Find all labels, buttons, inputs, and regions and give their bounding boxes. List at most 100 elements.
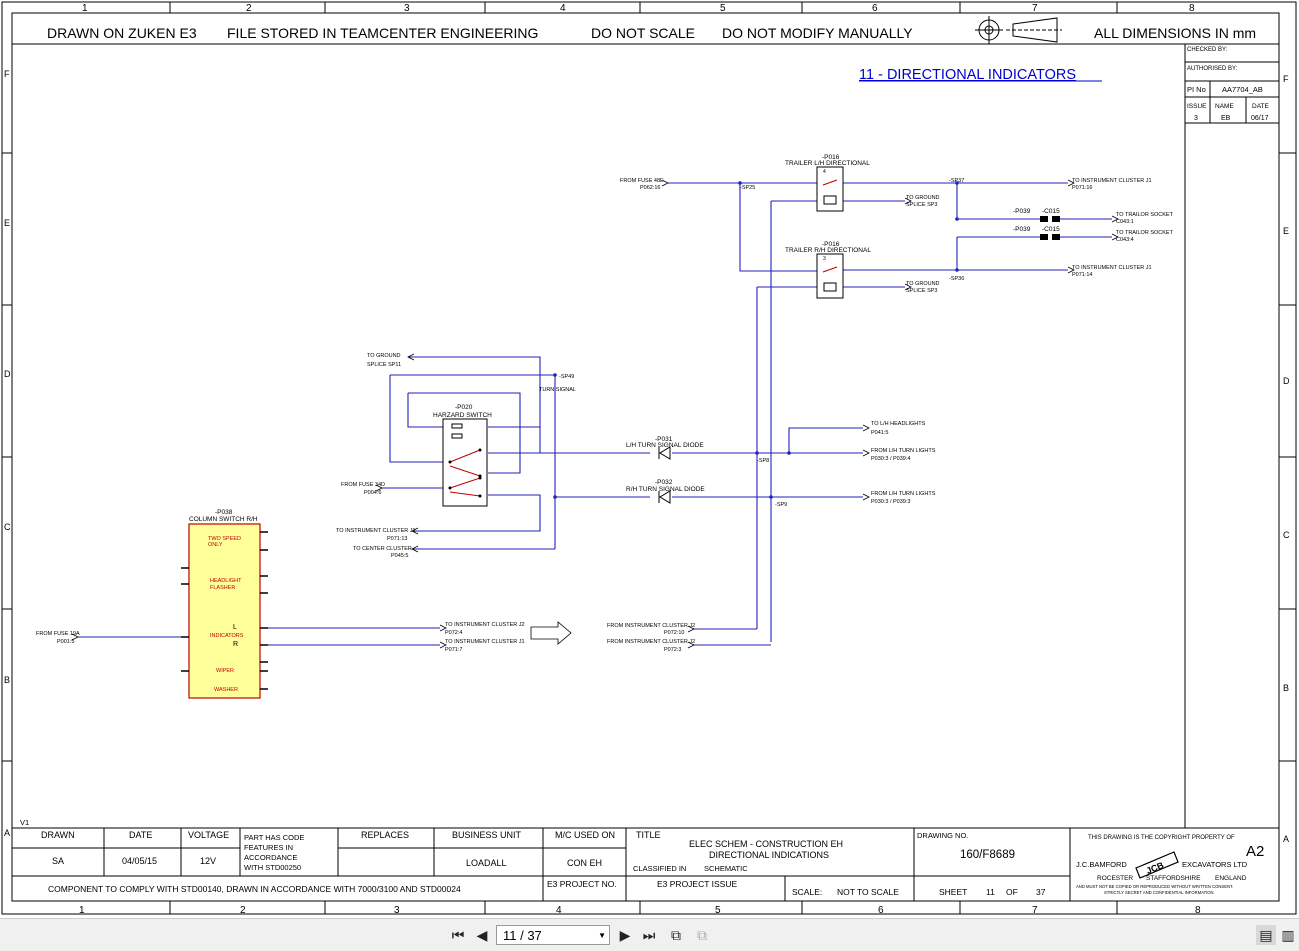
issue-label: ISSUE [1187, 103, 1207, 110]
p041-5: P041:5 [871, 430, 888, 436]
func-label: HEADLIGHT [210, 578, 242, 584]
from-fuse-19a: FROM FUSE 19A [36, 631, 80, 637]
continuous-view-button[interactable]: ▥ [1278, 925, 1298, 945]
tb-business-unit-label: BUSINESS UNIT [452, 830, 522, 840]
trailer-lh-directional: 4 [816, 166, 844, 212]
fit-page-icon: ⧉ [671, 926, 681, 943]
last-page-icon: ⏭ [642, 926, 656, 943]
col-label: 7 [1032, 905, 1038, 916]
p072-10: P072:10 [664, 630, 685, 636]
splice-sp37: -SP37 [949, 178, 964, 184]
p038-name: COLUMN SWITCH R/H [189, 516, 258, 523]
hazard-switch [442, 418, 488, 507]
col-label: 7 [1032, 3, 1038, 14]
tb-size: A2 [1246, 843, 1264, 860]
to-ic-j1: TO INSTRUMENT CLUSTER J1 [336, 528, 416, 534]
tb-part-code: PART HAS CODE [244, 833, 304, 842]
fit-width-button[interactable]: ⧉ [692, 925, 712, 945]
col-label: 6 [872, 3, 878, 14]
tb-part-code: FEATURES IN [244, 843, 293, 852]
pi-no-label: PI No [1187, 85, 1206, 94]
schematic-sheet: 1 2 3 4 5 6 7 8 1 2 3 4 5 6 7 8 F E D C … [1, 1, 1297, 916]
p039-ref: -P039 [1013, 208, 1031, 215]
tb-scale: NOT TO SCALE [837, 887, 899, 897]
header-drawn-on: DRAWN ON ZUKEN E3 [47, 25, 197, 41]
first-page-button[interactable]: ⏮ [448, 925, 468, 945]
c015-ref: -C015 [1042, 208, 1060, 215]
func-label: WASHER [214, 687, 238, 693]
projection-symbol-icon [975, 16, 1062, 44]
p016-lh-name: TRAILER L/H DIRECTIONAL [785, 160, 870, 167]
fit-page-button[interactable]: ⧉ [666, 925, 686, 945]
tb-e3-project-no: E3 PROJECT NO. [547, 879, 617, 889]
row-label: E [4, 218, 10, 228]
p071-16: P071:16 [1072, 185, 1093, 191]
p072-3: P072:3 [664, 647, 681, 653]
splice-sp8: -SP8 [757, 458, 769, 464]
title-block-grid [12, 827, 1279, 902]
tb-mc: CON EH [567, 858, 602, 868]
row-label: C [1283, 530, 1290, 540]
tb-copyright: THIS DRAWING IS THE COPYRIGHT PROPERTY O… [1088, 835, 1235, 841]
sheet-title: 11 - DIRECTIONAL INDICATORS [859, 67, 1076, 83]
p016-rh-name: TRAILER R/H DIRECTIONAL [785, 247, 871, 254]
col-label: 6 [878, 905, 884, 916]
tb-title-label: TITLE [636, 830, 661, 840]
single-page-view-button[interactable]: ▤ [1256, 925, 1276, 945]
tb-sheet: 11 [986, 887, 995, 897]
p071-14: P071:14 [1072, 272, 1093, 278]
tb-voltage-label: VOLTAGE [188, 830, 229, 840]
p062-16: P062:16 [640, 185, 661, 191]
to-lh-headlights: TO L/H HEADLIGHTS [871, 421, 926, 427]
plug-connectors [1040, 216, 1060, 240]
viewer-toolbar: ⏮ ◀ 11 / 37 ▼ ▶ ⏭ ⧉ ⧉ ▤ ▥ [0, 918, 1299, 951]
diode-lh-icon [658, 446, 671, 460]
row-label: F [1283, 74, 1289, 84]
col-label: 1 [82, 3, 88, 14]
p071-7: P071:7 [445, 647, 462, 653]
from-fuse-34d: FROM FUSE 34D [341, 482, 385, 488]
row-label: B [1283, 683, 1289, 693]
turn-signal-label: TURN SIGNAL [539, 387, 576, 393]
tb-scale-label: SCALE: [792, 887, 822, 897]
header-no-scale: DO NOT SCALE [591, 25, 695, 41]
tb-of: 37 [1036, 887, 1046, 897]
col-label: 3 [404, 3, 410, 14]
p031-ref: -P031 [655, 436, 673, 443]
row-label: B [4, 675, 10, 685]
header-stored: FILE STORED IN TEAMCENTER ENGINEERING [227, 25, 538, 41]
func-label: FLASHER [210, 585, 235, 591]
splice-sp36: -SP36 [949, 276, 964, 282]
from-lh-turn: FROM L/H TURN LIGHTS [871, 448, 936, 454]
tb-date: 04/05/15 [122, 856, 157, 866]
tb-classified-label: CLASSIFIED IN [633, 864, 686, 873]
to-ground: TO GROUND [906, 281, 940, 287]
previous-page-button[interactable]: ◀ [472, 925, 492, 945]
to-ic-j1: TO INSTRUMENT CLUSTER J1 [1072, 178, 1152, 184]
dropdown-caret-icon: ▼ [598, 931, 606, 940]
column-switch-rh [181, 523, 268, 699]
next-page-button[interactable]: ▶ [615, 925, 635, 945]
to-ic-j1: TO INSTRUMENT CLUSTER J1 [445, 639, 525, 645]
header-dimensions: ALL DIMENSIONS IN mm [1094, 25, 1256, 41]
col-label: 5 [715, 905, 721, 916]
tb-classified: SCHEMATIC [704, 864, 748, 873]
p032-ref: -P032 [655, 479, 673, 486]
tb-mc-label: M/C USED ON [555, 830, 615, 840]
last-page-button[interactable]: ⏭ [639, 925, 659, 945]
p072-4: P072:4 [445, 630, 462, 636]
fit-width-icon: ⧉ [697, 926, 707, 943]
func-label: WIPER [216, 668, 234, 674]
splice-sp11: SPLICE SP11 [367, 362, 401, 368]
schematic-drawing: 1 2 3 4 5 6 7 8 1 2 3 4 5 6 7 8 F E D C … [1, 1, 1297, 916]
row-label: A [4, 828, 10, 838]
page-number-select[interactable]: 11 / 37 ▼ [496, 925, 610, 945]
splice-sp49: -SP49 [559, 374, 574, 380]
to-trailer-socket: TO TRAILOR SOCKET [1116, 230, 1174, 236]
tb-conf-2: STRICTLY SECRET AND CONFIDENTIAL INFORMA… [1104, 890, 1214, 895]
diode-rh-icon [658, 490, 671, 504]
col-label: 2 [240, 905, 246, 916]
tb-loc-2: STAFFORDSHIRE [1146, 875, 1201, 882]
approval-box: CHECKED BY: AUTHORISED BY: PI No AA7704_… [1184, 44, 1279, 828]
splice-sp3: SPLICE SP3 [906, 202, 938, 208]
